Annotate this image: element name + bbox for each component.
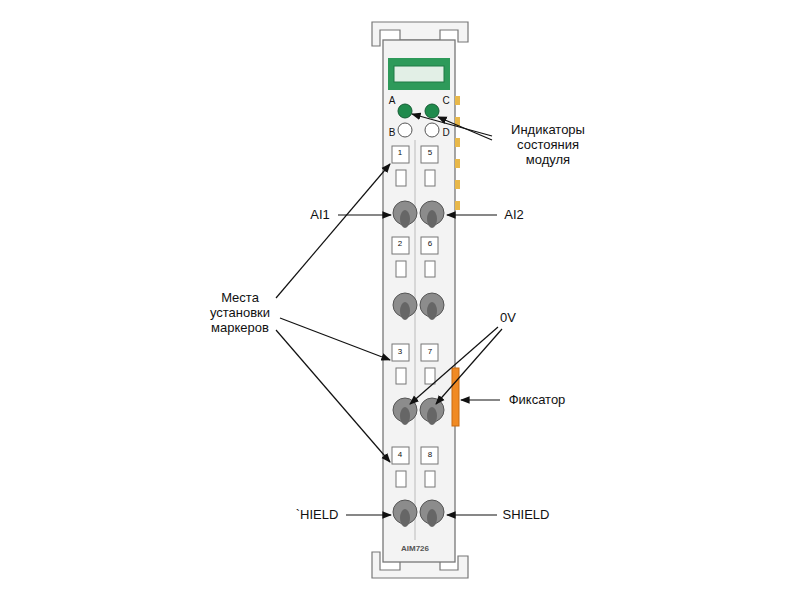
signal-name: 0V — [500, 311, 516, 326]
marker-number: 1 — [398, 148, 402, 157]
marker-number: 8 — [428, 450, 432, 459]
marker-number: 5 — [428, 148, 432, 157]
label-holder — [388, 58, 450, 90]
callout-label: Фиксатор — [509, 393, 566, 408]
led-letter: D — [442, 127, 449, 139]
leader-lines — [276, 114, 502, 515]
marker-number: 3 — [398, 347, 402, 356]
status-leds — [398, 104, 439, 137]
signal-name: AI2 — [504, 208, 524, 223]
spring-terminals — [393, 201, 444, 527]
led-letter: A — [389, 95, 396, 107]
marker-number: 2 — [398, 239, 402, 248]
callout-label: Места установки маркеров — [201, 291, 279, 336]
label-window — [394, 66, 444, 82]
callout-label: Индикаторы состояния модуля — [498, 123, 598, 168]
marker-number: 4 — [398, 450, 402, 459]
signal-name: SHIELD — [503, 508, 550, 523]
fixator-latch — [452, 368, 459, 426]
signal-name: AI1 — [310, 208, 330, 223]
led-letter: C — [442, 95, 449, 107]
led-letter: B — [389, 127, 396, 139]
module-housing — [383, 40, 455, 562]
column-divider — [415, 140, 416, 540]
signal-name: `HIELD — [296, 508, 339, 523]
side-contacts — [455, 96, 460, 210]
rail-clip-top — [372, 22, 468, 578]
marker-number: 6 — [428, 239, 432, 248]
marker-number: 7 — [428, 347, 432, 356]
model-name: AIM726 — [401, 544, 429, 553]
terminal-rows — [392, 146, 438, 487]
